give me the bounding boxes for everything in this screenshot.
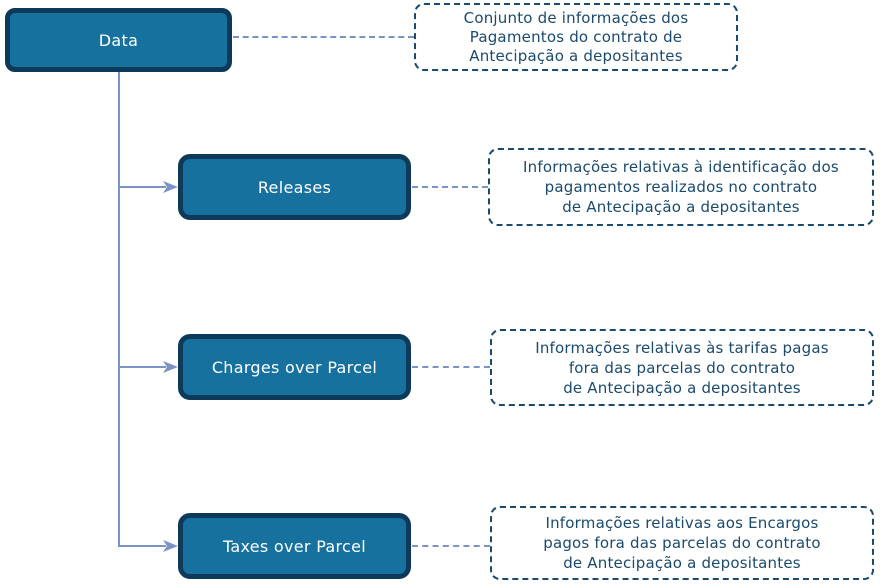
- note-line: Informações relativas à identificação do…: [523, 158, 839, 176]
- connector-note-charges: [412, 366, 490, 368]
- arrowhead-right-icon: [163, 361, 178, 373]
- note-line: Informações relativas aos Encargos: [545, 514, 819, 532]
- note-charges-over-parcel: Informações relativas às tarifas pagas f…: [490, 329, 874, 406]
- node-data: Data: [5, 8, 232, 72]
- note-line: de Antecipação a depositantes: [563, 554, 801, 572]
- note-line: pagos fora das parcelas do contrato: [543, 534, 821, 552]
- node-taxes-label: Taxes over Parcel: [222, 536, 367, 556]
- connector-branch-releases: [119, 186, 166, 188]
- node-data-label: Data: [98, 30, 139, 50]
- arrowhead-right-icon: [163, 181, 178, 193]
- note-line: Informações relativas às tarifas pagas: [535, 338, 829, 357]
- note-line: de Antecipação a depositantes: [563, 378, 801, 397]
- note-data: Conjunto de informações dos Pagamentos d…: [414, 3, 738, 71]
- note-line: fora das parcelas do contrato: [568, 358, 796, 377]
- connector-trunk: [118, 72, 120, 547]
- arrowhead-right-icon: [163, 540, 178, 552]
- node-releases-label: Releases: [257, 177, 332, 197]
- node-charges-label: Charges over Parcel: [211, 357, 378, 377]
- connector-branch-taxes: [119, 545, 166, 547]
- note-releases: Informações relativas à identificação do…: [488, 148, 874, 226]
- node-taxes-over-parcel: Taxes over Parcel: [178, 513, 411, 579]
- note-line: Conjunto de informações dos: [463, 8, 689, 27]
- connector-note-data: [233, 36, 414, 38]
- connector-branch-charges: [119, 366, 166, 368]
- note-line: de Antecipação a depositantes: [562, 198, 800, 216]
- note-line: Pagamentos do contrato de: [469, 27, 683, 46]
- connector-note-taxes: [412, 545, 490, 547]
- connector-note-releases: [412, 186, 488, 188]
- node-releases: Releases: [178, 154, 411, 220]
- node-charges-over-parcel: Charges over Parcel: [178, 334, 411, 400]
- note-line: pagamentos realizados no contrato: [544, 178, 818, 196]
- note-line: Antecipação a depositantes: [469, 46, 683, 65]
- note-taxes-over-parcel: Informações relativas aos Encargos pagos…: [490, 506, 874, 580]
